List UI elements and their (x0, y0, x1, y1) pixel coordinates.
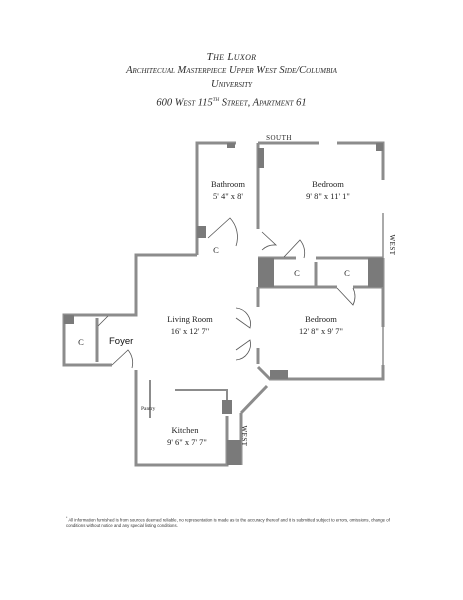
wall-block (376, 143, 383, 151)
address: 600 West 115th Street, Apartment 61 (0, 92, 463, 111)
pantry-label: Pantry (141, 406, 156, 412)
wall-block (227, 143, 235, 148)
entry-door (111, 349, 134, 369)
wall-block (368, 258, 383, 287)
wall-block (227, 440, 241, 465)
bathroom-name: Bathroom (211, 179, 245, 189)
kitchen-diagonal-wall (239, 384, 269, 415)
tagline-line-2: University (210, 79, 253, 90)
wall-block (197, 226, 206, 238)
bedroom2-door-a (235, 307, 251, 329)
bedroom-door (261, 231, 278, 251)
foyer-closet-door (97, 315, 109, 327)
wall-blocks (64, 143, 383, 465)
kitchen-name: Kitchen (172, 425, 200, 435)
closet-label-2: C (344, 268, 350, 278)
bedroom-1-name: Bedroom (312, 179, 344, 189)
bedroom2-south-wall (256, 365, 385, 381)
door-swings (97, 217, 356, 369)
bedroom-2-name: Bedroom (305, 314, 337, 324)
south-label: SOUTH (266, 134, 292, 142)
bedroom-2-dims: 12' 8" x 9' 7" (299, 326, 343, 336)
tagline-line-1: Architecual Masterpiece Upper West Side/… (126, 65, 337, 76)
closet-label-1: C (294, 268, 300, 278)
wall-block (64, 315, 74, 324)
wall-block (258, 258, 274, 287)
plan-header: The Luxor Architecual Masterpiece Upper … (0, 50, 463, 111)
foyer-label: Foyer (109, 336, 133, 347)
bedroom2-door-b (235, 339, 251, 361)
bedroom-1-dims: 9' 8" x 11' 1" (306, 191, 350, 201)
living-room-name: Living Room (167, 314, 213, 324)
west-label-kitchen: WEST (240, 425, 248, 446)
bathroom-door (207, 217, 238, 247)
closet-label-bath: C (213, 245, 219, 255)
living-room-dims: 16' x 12' 7" (171, 326, 209, 336)
wall-block (222, 400, 232, 414)
disclaimer: * All information furnished is from sour… (66, 515, 406, 529)
living-room-west-wall (97, 253, 197, 317)
compass-labels: SOUTH WEST WEST (240, 134, 396, 447)
kitchen-dims: 9' 6" x 7' 7" (167, 437, 207, 447)
building-name: The Luxor (206, 51, 257, 63)
west-label-bedroom: WEST (388, 234, 396, 255)
bathroom-wall-outer (195, 141, 236, 255)
address-number: 600 West 115 (156, 97, 213, 109)
closet-label-foyer: C (78, 337, 84, 347)
bedroom-door-2 (283, 239, 306, 259)
bathroom-dims: 5' 4" x 8' (213, 191, 243, 201)
wall-block (270, 370, 288, 379)
address-suffix: th (212, 95, 220, 103)
closet-door (336, 287, 356, 306)
foyer-closet-wall (62, 313, 97, 367)
wall-block (258, 148, 264, 168)
disclaimer-text: All information furnished is from source… (66, 517, 390, 529)
room-labels: Bathroom 5' 4" x 8' Bedroom 9' 8" x 11' … (78, 179, 350, 447)
kitchen-counter-wall (175, 389, 228, 405)
address-street: Street, Apartment 61 (219, 97, 307, 109)
